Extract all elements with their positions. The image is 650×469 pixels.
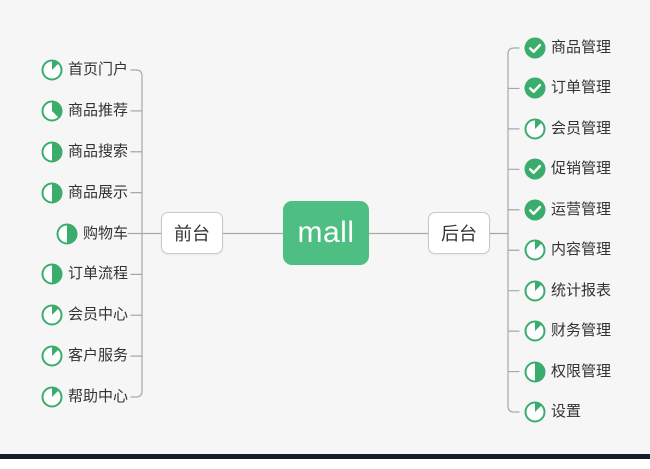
topic-label: 商品展示	[67, 183, 128, 201]
topic-right-6[interactable]: 统计报表	[524, 278, 611, 304]
topic-left-6[interactable]: 会员中心	[41, 302, 128, 328]
progress-pie-icon	[41, 59, 63, 81]
progress-pie-icon	[41, 182, 63, 204]
topic-left-4[interactable]: 购物车	[56, 221, 128, 247]
bottom-white-strip	[0, 459, 650, 469]
topic-label: 促销管理	[551, 160, 612, 178]
root-node-mall[interactable]: mall	[283, 201, 369, 265]
topic-label: 帮助中心	[67, 388, 128, 405]
progress-pie-icon	[524, 401, 546, 423]
bottom-border-line	[0, 454, 650, 459]
topic-label: 会员中心	[67, 306, 128, 324]
topic-right-9[interactable]: 设置	[524, 399, 581, 425]
topic-right-1[interactable]: 订单管理	[524, 75, 611, 101]
topic-label: 客户服务	[67, 347, 128, 365]
topic-label: 运营管理	[551, 200, 612, 218]
topic-left-7[interactable]: 客户服务	[41, 343, 128, 369]
topic-right-8[interactable]: 权限管理	[524, 359, 611, 385]
topic-left-8[interactable]: 帮助中心	[41, 384, 128, 410]
topic-label: 设置	[551, 403, 582, 420]
topic-label: 财务管理	[551, 322, 612, 340]
progress-pie-icon	[524, 320, 546, 342]
progress-pie-icon	[524, 361, 546, 383]
topic-left-3[interactable]: 商品展示	[41, 180, 128, 206]
topic-right-7[interactable]: 财务管理	[524, 318, 611, 344]
progress-pie-icon	[56, 223, 78, 244]
progress-pie-icon	[524, 280, 546, 302]
branch-node-frontend[interactable]: 前台	[161, 212, 223, 254]
progress-pie-icon	[41, 141, 63, 163]
progress-pie-icon	[41, 304, 63, 326]
topic-label: 购物车	[82, 224, 128, 242]
check-icon	[524, 199, 546, 221]
topic-right-3[interactable]: 促销管理	[524, 156, 611, 182]
topic-right-4[interactable]: 运营管理	[524, 197, 611, 223]
topic-label: 订单管理	[551, 79, 612, 97]
topic-left-2[interactable]: 商品搜索	[41, 139, 128, 165]
topic-label: 首页门户	[67, 61, 128, 78]
progress-pie-icon	[524, 118, 546, 140]
topic-right-5[interactable]: 内容管理	[524, 237, 611, 263]
branch-node-backend[interactable]: 后台	[428, 212, 490, 254]
topic-label: 商品推荐	[67, 101, 128, 119]
topic-left-0[interactable]: 首页门户	[41, 57, 128, 83]
progress-pie-icon	[41, 263, 63, 285]
topic-label: 商品管理	[551, 39, 612, 56]
topic-label: 权限管理	[551, 362, 612, 380]
check-icon	[524, 158, 546, 180]
progress-pie-icon	[41, 345, 63, 367]
topic-label: 订单流程	[67, 265, 128, 283]
progress-pie-icon	[41, 386, 63, 408]
progress-pie-icon	[41, 100, 63, 122]
branch-node-label: 后台	[441, 224, 477, 244]
progress-pie-icon	[524, 239, 546, 261]
check-icon	[524, 37, 546, 59]
root-node-label: mall	[297, 216, 355, 249]
topic-right-2[interactable]: 会员管理	[524, 116, 611, 142]
topic-label: 会员管理	[551, 119, 612, 137]
topic-left-1[interactable]: 商品推荐	[41, 98, 128, 124]
topic-label: 内容管理	[551, 241, 612, 259]
check-icon	[524, 77, 546, 99]
topic-left-5[interactable]: 订单流程	[41, 261, 128, 287]
topic-right-0[interactable]: 商品管理	[524, 35, 611, 61]
topic-label: 统计报表	[551, 281, 612, 299]
topic-label: 商品搜索	[67, 142, 128, 160]
branch-node-label: 前台	[174, 224, 210, 244]
